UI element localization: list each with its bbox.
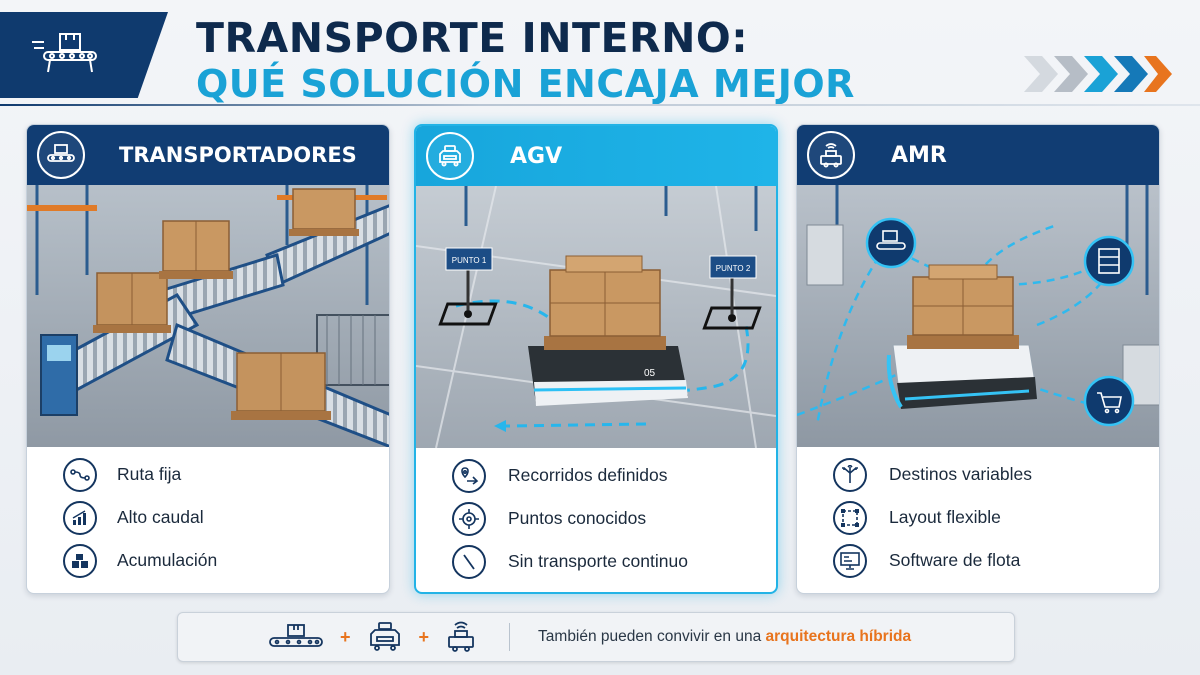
feature-label: Ruta fija	[117, 464, 182, 484]
card-agv: AGV	[414, 124, 778, 594]
title-block: TRANSPORTE INTERNO: QUÉ SOLUCIÓN ENCAJA …	[196, 14, 956, 106]
point-2-sign: PUNTO 2	[716, 264, 751, 273]
route-icon	[63, 457, 97, 492]
point-1-sign: PUNTO 1	[452, 256, 487, 265]
slash-line-icon	[452, 544, 486, 579]
feature-label: Software de flota	[889, 550, 1021, 570]
plus-sign: +	[418, 626, 430, 647]
amr-robot-icon	[807, 131, 855, 179]
card-header: TRANSPORTADORES	[27, 125, 389, 185]
logo-tab	[0, 12, 168, 98]
list-item: Puntos conocidos	[452, 497, 776, 540]
conveyor-icon	[37, 131, 85, 179]
conveyor-icon	[269, 624, 323, 647]
header-divider	[0, 104, 1200, 106]
monitor-icon	[833, 543, 867, 578]
conveyor-box-logo-icon	[32, 33, 97, 73]
branching-arrows-icon	[833, 457, 867, 492]
agv-scene-illustration: PUNTO 1 PUNTO 2 05	[416, 186, 776, 448]
list-item: Software de flota	[833, 539, 1159, 582]
target-icon	[452, 501, 486, 536]
list-item: Alto caudal	[63, 496, 389, 539]
divider	[509, 623, 511, 651]
list-item: Layout flexible	[833, 496, 1159, 539]
feature-list: Destinos variables Layout flexible Softw…	[797, 447, 1159, 582]
card-transportadores: TRANSPORTADORES	[26, 124, 390, 594]
feature-label: Alto caudal	[117, 507, 204, 527]
feature-list: Ruta fija Alto caudal Acumulación	[27, 447, 389, 582]
bar-chart-icon	[63, 500, 97, 535]
list-item: Ruta fija	[63, 453, 389, 496]
stacked-boxes-icon	[63, 543, 97, 578]
feature-label: Destinos variables	[889, 464, 1032, 484]
feature-label: Layout flexible	[889, 507, 1001, 527]
hybrid-message-highlight: arquitectura híbrida	[765, 628, 912, 645]
card-title: AGV	[510, 143, 563, 169]
card-title: AMR	[891, 142, 947, 168]
card-amr: AMR	[796, 124, 1160, 594]
agv-vehicle-icon	[369, 622, 400, 651]
hybrid-message-prefix: También pueden convivir en una	[538, 628, 762, 645]
card-header: AGV	[416, 126, 776, 186]
amr-scene-illustration	[797, 185, 1159, 447]
map-pin-route-icon	[452, 458, 486, 493]
chevron-arrows-icon	[1024, 56, 1172, 92]
feature-label: Sin transporte continuo	[508, 551, 688, 571]
page-title: TRANSPORTE INTERNO:	[196, 14, 749, 62]
list-item: Sin transporte continuo	[452, 540, 776, 583]
plus-sign: +	[340, 626, 351, 647]
layout-frame-icon	[833, 500, 867, 535]
feature-label: Puntos conocidos	[508, 508, 647, 528]
list-item: Destinos variables	[833, 453, 1159, 496]
feature-list: Recorridos definidos Puntos conocidos Si…	[416, 448, 776, 583]
card-header: AMR	[797, 125, 1159, 185]
conveyor-scene-illustration	[27, 185, 389, 447]
page-subtitle: QUÉ SOLUCIÓN ENCAJA MEJOR	[196, 62, 855, 106]
list-item: Recorridos definidos	[452, 454, 776, 497]
feature-label: Recorridos definidos	[508, 465, 668, 485]
card-title: TRANSPORTADORES	[119, 143, 357, 167]
amr-robot-icon	[448, 621, 474, 652]
agv-vehicle-icon	[426, 132, 474, 180]
hybrid-message: También pueden convivir en una arquitect…	[538, 628, 911, 646]
hybrid-architecture-bar: + + También pueden convivir en una arqui…	[177, 612, 1015, 662]
feature-label: Acumulación	[117, 550, 218, 570]
list-item: Acumulación	[63, 539, 389, 582]
agv-id-label: 05	[644, 368, 656, 379]
